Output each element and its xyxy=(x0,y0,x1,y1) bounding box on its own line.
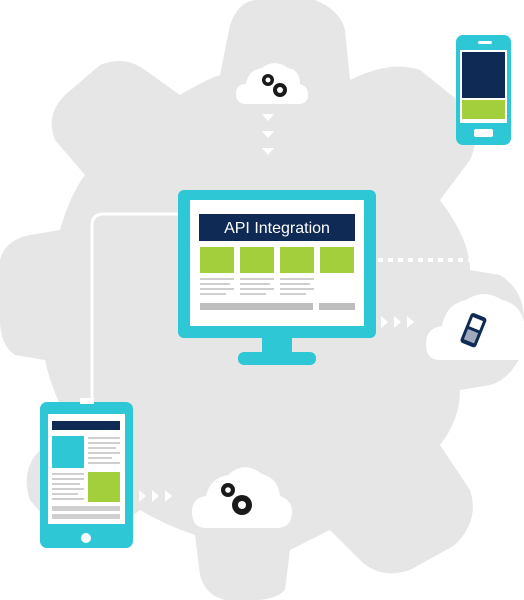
down-arrows xyxy=(262,114,274,155)
banner-title: API Integration xyxy=(224,220,330,237)
desktop-monitor: API Integration xyxy=(178,190,376,365)
feature-phone-icon xyxy=(460,313,487,348)
tablet-to-monitor-line xyxy=(90,212,178,404)
smartphone-device xyxy=(456,35,511,145)
right-arrows-monitor xyxy=(381,316,414,328)
api-integration-banner xyxy=(199,214,355,241)
cloud-gears-icon-bottom xyxy=(192,467,292,528)
tablet-device xyxy=(40,398,133,548)
connectors xyxy=(90,150,486,404)
cloud-phone-icon xyxy=(426,294,524,360)
cloud-gears-icon xyxy=(236,63,308,104)
right-arrows-tablet xyxy=(139,490,172,502)
